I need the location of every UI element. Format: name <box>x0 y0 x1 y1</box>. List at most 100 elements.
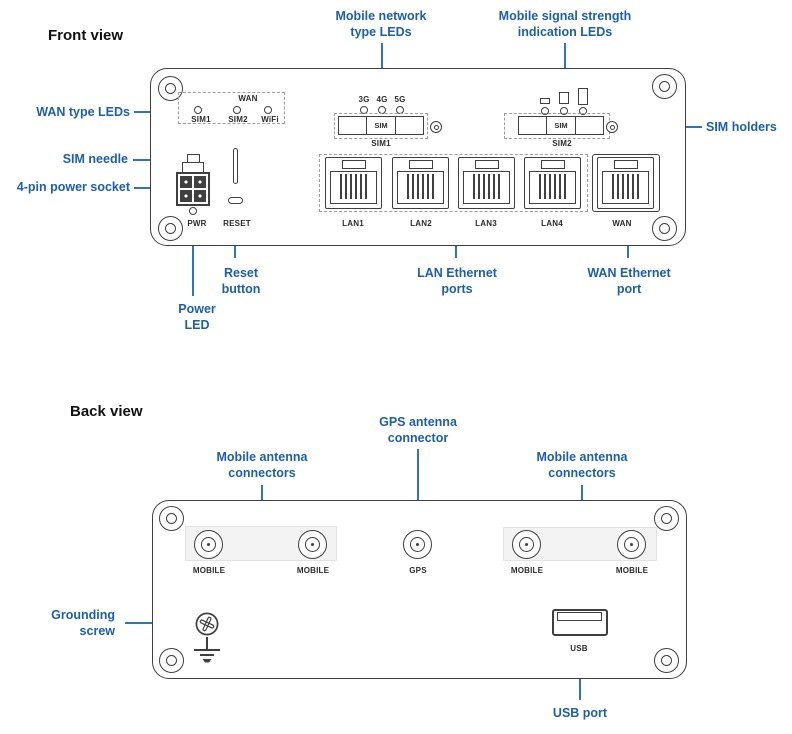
callout-line1: GPS antenna <box>379 415 457 429</box>
callout-line1: Power <box>178 302 216 316</box>
corner-screw <box>158 76 183 101</box>
back-view-title: Back view <box>70 403 143 420</box>
signal-led-1 <box>541 107 549 115</box>
gps-antenna-connector <box>403 530 432 559</box>
port-opening <box>602 171 649 204</box>
signal-bar-medium <box>559 92 569 104</box>
signal-led-2 <box>560 107 568 115</box>
wan-led-box <box>178 92 285 124</box>
callout-lan-ethernet-ports: LAN Ethernet ports <box>417 266 497 297</box>
callout-line1: Reset <box>223 266 259 280</box>
connector-label: MOBILE <box>615 566 649 575</box>
power-led <box>189 207 197 215</box>
port-pins <box>406 174 435 199</box>
callout-line-gps <box>417 449 419 538</box>
ethernet-port-lan3 <box>458 157 515 209</box>
sim-tray-cell <box>519 117 548 134</box>
port-label-lan1: LAN1 <box>342 219 364 228</box>
connector-label: MOBILE <box>192 566 226 575</box>
callout-line2: connectors <box>228 465 296 480</box>
port-clip <box>341 160 366 169</box>
lan-ports-outline <box>319 154 588 212</box>
network-led-label-4g: 4G <box>376 95 388 104</box>
sim1-holder: SIM <box>338 116 424 135</box>
callout-line1: LAN Ethernet <box>417 266 497 280</box>
callout-mobile-antenna-right: Mobile antenna connectors <box>537 450 628 481</box>
signal-bar-large <box>578 88 588 105</box>
port-clip <box>408 160 433 169</box>
earth-ground-icon <box>194 637 220 663</box>
callout-mobile-antenna-left: Mobile antenna connectors <box>217 450 308 481</box>
sim2-label: SIM2 <box>552 139 572 148</box>
callout-line2: connector <box>387 430 449 445</box>
connector-label: MOBILE <box>510 566 544 575</box>
sim-tray-cell <box>396 117 423 134</box>
sim-tray-cell <box>339 117 368 134</box>
port-opening <box>463 171 510 204</box>
callout-line1: Mobile antenna <box>536 450 628 464</box>
callout-power-led: Power LED <box>178 302 216 333</box>
callout-line1: Grounding <box>51 608 115 622</box>
port-label-wan: WAN <box>612 219 632 228</box>
callout-line1: Mobile signal strength <box>498 9 632 23</box>
callout-usb-port: USB port <box>552 706 608 720</box>
port-label-lan3: LAN3 <box>475 219 497 228</box>
sim1-dashed-outline <box>334 113 428 139</box>
port-clip <box>613 160 638 169</box>
corner-screw <box>158 216 183 241</box>
port-clip <box>474 160 499 169</box>
connector-label: MOBILE <box>296 566 330 575</box>
callout-line1: WAN Ethernet <box>587 266 671 280</box>
sim2-holder: SIM <box>518 116 604 135</box>
callout-line1: Mobile network <box>335 9 427 23</box>
sim2-holder-screw <box>606 121 618 133</box>
port-clip <box>540 160 565 169</box>
callout-line2: port <box>616 281 642 296</box>
callout-line2: type LEDs <box>350 24 412 39</box>
led-wifi <box>264 106 272 114</box>
port-opening <box>397 171 444 204</box>
network-led-label-5g: 5G <box>394 95 406 104</box>
port-label-lan4: LAN4 <box>541 219 563 228</box>
port-pins <box>472 174 501 199</box>
led-label-sim2: SIM2 <box>228 115 248 124</box>
front-view-title: Front view <box>48 27 124 44</box>
corner-screw <box>159 506 184 531</box>
port-pins <box>538 174 567 199</box>
callout-line-power-led <box>192 215 194 296</box>
sim1-holder-screw <box>430 121 442 133</box>
callout-line2: button <box>221 281 261 296</box>
callout-wan-ethernet-port: WAN Ethernet port <box>587 266 670 297</box>
sim1-label: SIM1 <box>371 139 391 148</box>
port-opening <box>529 171 576 204</box>
corner-screw <box>652 216 677 241</box>
callout-wan-type-leds: WAN type LEDs <box>36 105 130 119</box>
callout-line2: LED <box>184 317 210 332</box>
callout-mobile-network-type-leds: Mobile network type LEDs <box>336 9 427 40</box>
usb-port-tongue <box>557 612 602 621</box>
reset-button <box>228 197 243 204</box>
power-pin <box>180 176 192 188</box>
mobile-antenna-connector <box>512 530 541 559</box>
callout-line2: indication LEDs <box>517 24 613 39</box>
sim-tray-label: SIM <box>547 117 576 134</box>
mobile-antenna-connector <box>194 530 223 559</box>
power-pin <box>194 190 206 202</box>
callout-sim-needle: SIM needle <box>62 152 128 166</box>
port-pins <box>339 174 368 199</box>
led-label-sim1: SIM1 <box>191 115 211 124</box>
wan-led-box-title: WAN <box>238 94 258 103</box>
callout-grounding-screw: Grounding screw <box>15 608 115 639</box>
callout-line2: connectors <box>548 465 616 480</box>
mobile-antenna-connector <box>617 530 646 559</box>
corner-screw <box>652 74 677 99</box>
port-pins <box>611 174 640 199</box>
ethernet-port-lan1 <box>325 157 382 209</box>
led-label-wifi: WiFi <box>261 115 279 124</box>
sim-needle <box>233 148 238 184</box>
callout-gps-antenna: GPS antenna connector <box>379 415 457 446</box>
callout-line2: screw <box>79 623 115 638</box>
sim-tray-label: SIM <box>367 117 396 134</box>
power-pin <box>180 190 192 202</box>
